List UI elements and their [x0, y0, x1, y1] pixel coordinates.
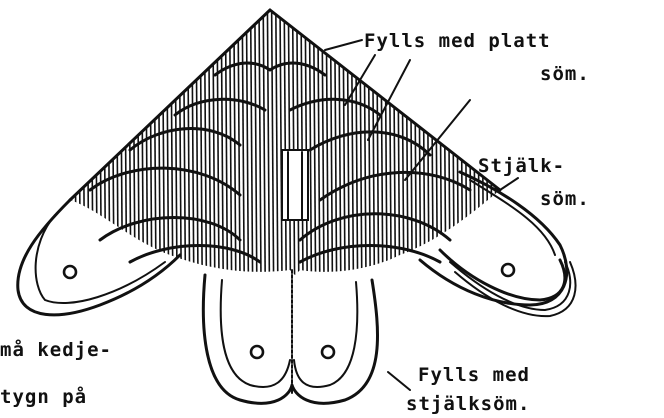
hatch-stroke — [276, 5, 278, 280]
hatch-stroke — [293, 5, 295, 280]
hatch-stroke — [167, 5, 169, 280]
bottom-left-hole-icon — [251, 346, 263, 358]
hatch-stroke — [175, 5, 177, 280]
hatch-stroke — [179, 5, 181, 280]
hatch-stroke — [259, 5, 261, 280]
hatch-stroke — [284, 5, 286, 280]
hatch-stroke — [347, 5, 349, 280]
hatch-stroke — [183, 5, 185, 280]
hatch-stroke — [213, 5, 215, 280]
label-filled-stem-1: Fylls med — [418, 364, 530, 386]
hatch-stroke — [150, 5, 152, 280]
hatch-stroke — [267, 5, 269, 280]
hatch-stroke — [217, 5, 219, 280]
hatch-stroke — [246, 5, 248, 280]
hatch-stroke — [204, 5, 206, 280]
bottom-right-hole-icon — [322, 346, 334, 358]
hatch-stroke — [116, 5, 118, 280]
label-stem-1: Stjälk- — [478, 155, 565, 177]
label-stem-2: söm. — [540, 188, 590, 210]
right-petal-hole-icon — [502, 264, 514, 276]
hatch-stroke — [83, 5, 85, 280]
hatch-stroke — [188, 5, 190, 280]
hatch-stroke — [108, 5, 110, 280]
hatch-stroke — [196, 5, 198, 280]
hatch-stroke — [242, 5, 244, 280]
hatch-stroke — [221, 5, 223, 280]
hatch-stroke — [78, 5, 80, 280]
hatch-stroke — [360, 5, 362, 280]
left-petal-hole-icon — [64, 266, 76, 278]
hatch-stroke — [209, 5, 211, 280]
hatch-stroke — [133, 5, 135, 280]
hatch-stroke — [91, 5, 93, 280]
hatch-stroke — [255, 5, 257, 280]
label-filled-satin-1: Fylls med platt — [364, 30, 551, 52]
hatch-stroke — [272, 5, 274, 280]
hatch-stroke — [70, 5, 72, 280]
hatch-stroke — [200, 5, 202, 280]
hatch-stroke — [146, 5, 148, 280]
hatch-stroke — [309, 5, 311, 280]
hatch-stroke — [251, 5, 253, 280]
label-filled-satin-2: söm. — [540, 63, 590, 85]
hatch-stroke — [288, 5, 290, 280]
label-chain-1: må kedje- — [0, 337, 112, 361]
hatch-stroke — [263, 5, 265, 280]
hatch-stroke — [192, 5, 194, 280]
hatch-stroke — [305, 5, 307, 280]
hatch-stroke — [120, 5, 122, 280]
hatch-stroke — [74, 5, 76, 280]
hatch-stroke — [87, 5, 89, 280]
center-gap — [282, 150, 308, 220]
hatch-stroke — [330, 5, 332, 280]
hatch-stroke — [95, 5, 97, 280]
hatch-stroke — [280, 5, 282, 280]
hatch-stroke — [154, 5, 156, 280]
hatch-stroke — [171, 5, 173, 280]
hatch-stroke — [162, 5, 164, 280]
label-chain-2: tygn på — [0, 384, 87, 408]
hatch-stroke — [297, 5, 299, 280]
label-filled-stem-2: stjälksöm. — [406, 393, 530, 415]
hatch-stroke — [225, 5, 227, 280]
hatch-stroke — [125, 5, 127, 280]
bottom-petals — [203, 270, 377, 403]
hatch-stroke — [343, 5, 345, 280]
hatch-stroke — [158, 5, 160, 280]
hatch-stroke — [356, 5, 358, 280]
hatch-stroke — [112, 5, 114, 280]
hatch-stroke — [351, 5, 353, 280]
